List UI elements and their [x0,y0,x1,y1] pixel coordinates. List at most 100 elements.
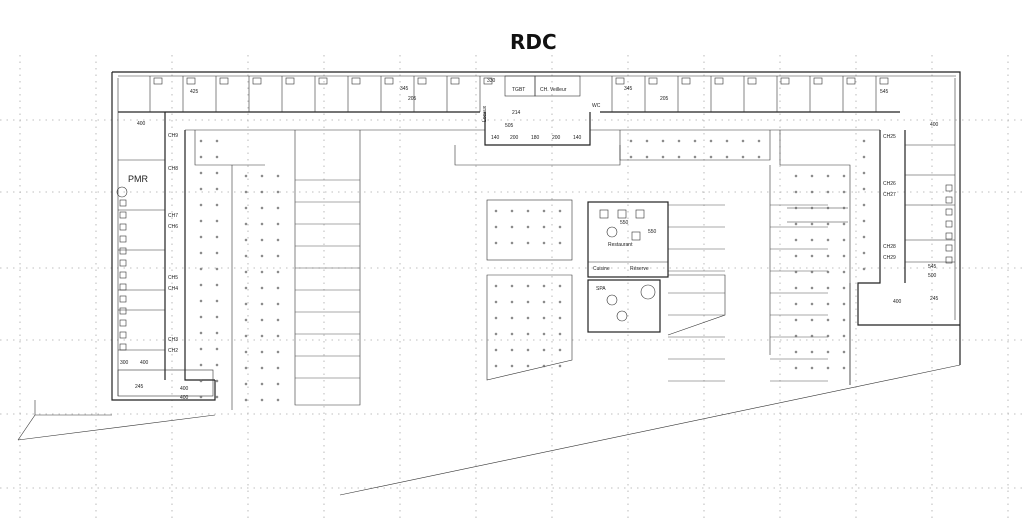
planting-icon [276,382,280,386]
room-ch25: CH25 [883,134,896,140]
planting-icon [842,366,846,370]
planting-icon [276,350,280,354]
planting-icon [810,334,814,338]
planting-icon [276,366,280,370]
restaurant-block [587,201,669,333]
planting-icon [510,209,514,213]
planting-icon [510,348,514,352]
planting-icon [215,267,219,271]
planting-icon [276,318,280,322]
planting-icon [244,222,248,226]
planting-icon [526,284,530,288]
accessibility-icon [606,294,618,306]
planting-icon [741,155,745,159]
right-wing [849,78,960,385]
planting-icon [244,382,248,386]
planting-icon [794,206,798,210]
planting-icon [215,315,219,319]
fixture-icon [945,256,953,264]
dim: 400 [893,299,902,305]
room-ch4: CH4 [168,286,178,292]
planting-icon [494,209,498,213]
fixture-icon [846,77,856,85]
dim: 205 [408,96,417,102]
planting-icon [725,155,729,159]
planting-icon [199,315,203,319]
planting-icon [494,316,498,320]
planting-icon [199,235,203,239]
planting-icon [826,222,830,226]
room-ch7: CH7 [168,213,178,219]
fixture-icon [384,77,394,85]
planting-icon [199,219,203,223]
planting-icon [526,241,530,245]
planting-icon [526,225,530,229]
planting-icon [260,302,264,306]
planting-icon [810,174,814,178]
planting-icon [244,350,248,354]
planting-icon [244,254,248,258]
planting-icon [794,238,798,242]
planting-icon [794,174,798,178]
planting-icon [826,366,830,370]
planting-icon [199,171,203,175]
planting-icon [826,206,830,210]
planting-icon [826,334,830,338]
plan-title: RDC [510,30,557,54]
fixture-icon [945,232,953,240]
planting-icon [215,299,219,303]
fixture-icon [813,77,823,85]
planting-icon [810,254,814,258]
planting-icon [494,332,498,336]
planting-icon [842,286,846,290]
planting-icon [494,225,498,229]
room-ch3: CH3 [168,337,178,343]
planting-icon [542,332,546,336]
fixture-icon [318,77,328,85]
planting-icon [794,286,798,290]
planting-icon [215,395,219,399]
planting-icon [276,222,280,226]
planting-icon [215,187,219,191]
planting-icon [199,379,203,383]
fixture-icon [119,271,127,279]
planting-icon [215,251,219,255]
fixture-icon [119,235,127,243]
fixture-icon [119,283,127,291]
dim: 300 [120,360,129,366]
fixture-icon [615,77,625,85]
planting-icon [741,139,745,143]
room-restaurant: Restaurant [608,242,633,248]
fixture-icon [417,77,427,85]
planting-icon [558,225,562,229]
planting-icon [199,187,203,191]
planting-icon [661,155,665,159]
fixture-icon [681,77,691,85]
planting-icon [794,222,798,226]
planting-icon [199,331,203,335]
planting-icon [494,364,498,368]
planting-icon [244,238,248,242]
fixture-icon [119,307,127,315]
planting-icon [215,171,219,175]
planting-icon [794,366,798,370]
planting-icon [244,334,248,338]
fixture-icon [119,259,127,267]
dim: 140 [491,135,500,141]
planting-icon [199,395,203,399]
planting-icon [862,219,866,223]
planting-icon [709,139,713,143]
planting-icon [558,348,562,352]
fixture-icon [747,77,757,85]
planting-icon [260,206,264,210]
planting-icon [244,318,248,322]
dim: 425 [190,89,199,95]
fixture-icon [450,77,460,85]
planting-icon [260,270,264,274]
planting-icon [199,155,203,159]
planting-icon [199,251,203,255]
dim: 245 [930,296,939,302]
dim: 500 [928,273,937,279]
planting-icon [276,398,280,402]
table-icon [599,209,609,219]
